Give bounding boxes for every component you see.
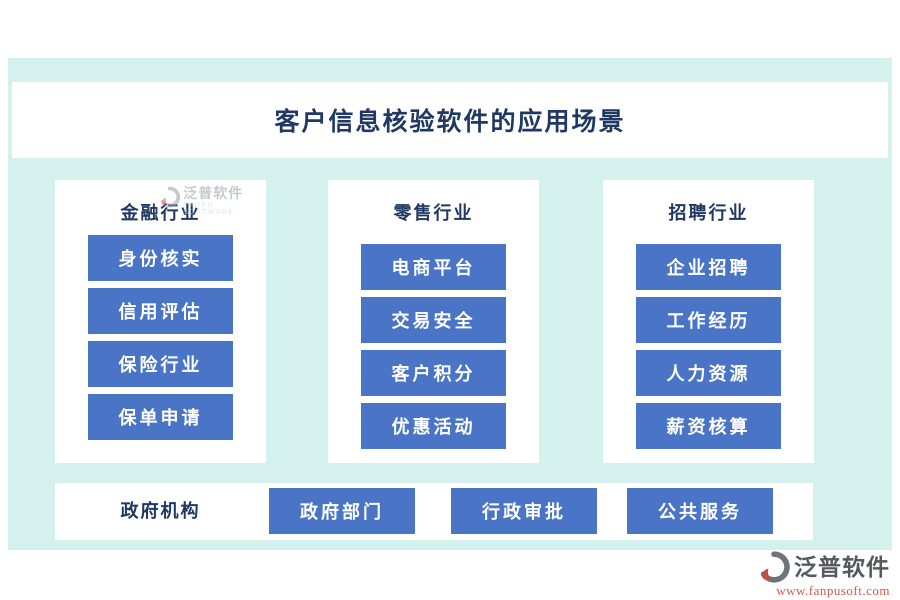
panel-header-finance: 金融行业 — [120, 203, 201, 223]
panel-header-retail: 零售行业 — [393, 203, 474, 223]
panel-recruitment: 招聘行业 企业招聘 工作经历 人力资源 薪资核算 — [603, 180, 814, 463]
panel-government: 政府机构 政府部门 行政审批 公共服务 — [55, 483, 813, 540]
scenario-chip: 人力资源 — [636, 350, 781, 396]
scenario-chip: 身份核实 — [88, 235, 233, 281]
brand-footer: 泛普软件 www.fanpusoft.com — [758, 551, 890, 597]
scenario-chip: 企业招聘 — [636, 244, 781, 290]
page-title: 客户信息核验软件的应用场景 — [274, 109, 626, 136]
main-container: 客户信息核验软件的应用场景 泛普软件 FANPU SOFTWARE 金融行业 身… — [8, 58, 892, 550]
panel-retail: 零售行业 电商平台 交易安全 客户积分 优惠活动 — [328, 180, 539, 463]
scenario-chip: 保险行业 — [88, 341, 233, 387]
scenario-chip: 交易安全 — [361, 297, 506, 343]
panel-header-recruitment: 招聘行业 — [668, 203, 749, 223]
scenario-chip: 信用评估 — [88, 288, 233, 334]
scenario-chip: 优惠活动 — [361, 403, 506, 449]
scenario-chip: 公共服务 — [627, 488, 773, 534]
scenario-chip: 行政审批 — [451, 488, 597, 534]
scenario-chip: 电商平台 — [361, 244, 506, 290]
title-bar: 客户信息核验软件的应用场景 — [12, 82, 888, 158]
brand-name: 泛普软件 — [794, 554, 890, 580]
scenario-chip: 工作经历 — [636, 297, 781, 343]
scenario-chip: 客户积分 — [361, 350, 506, 396]
scenario-chip: 保单申请 — [88, 394, 233, 440]
brand-footer-row: 泛普软件 — [758, 551, 890, 583]
brand-url: www.fanpusoft.com — [776, 583, 890, 598]
fanpu-logo-icon — [760, 551, 790, 583]
scenario-chip: 薪资核算 — [636, 403, 781, 449]
panel-finance: 泛普软件 FANPU SOFTWARE 金融行业 身份核实 信用评估 保险行业 … — [55, 180, 266, 463]
panel-header-government: 政府机构 — [120, 501, 201, 521]
scenario-chip: 政府部门 — [269, 488, 415, 534]
